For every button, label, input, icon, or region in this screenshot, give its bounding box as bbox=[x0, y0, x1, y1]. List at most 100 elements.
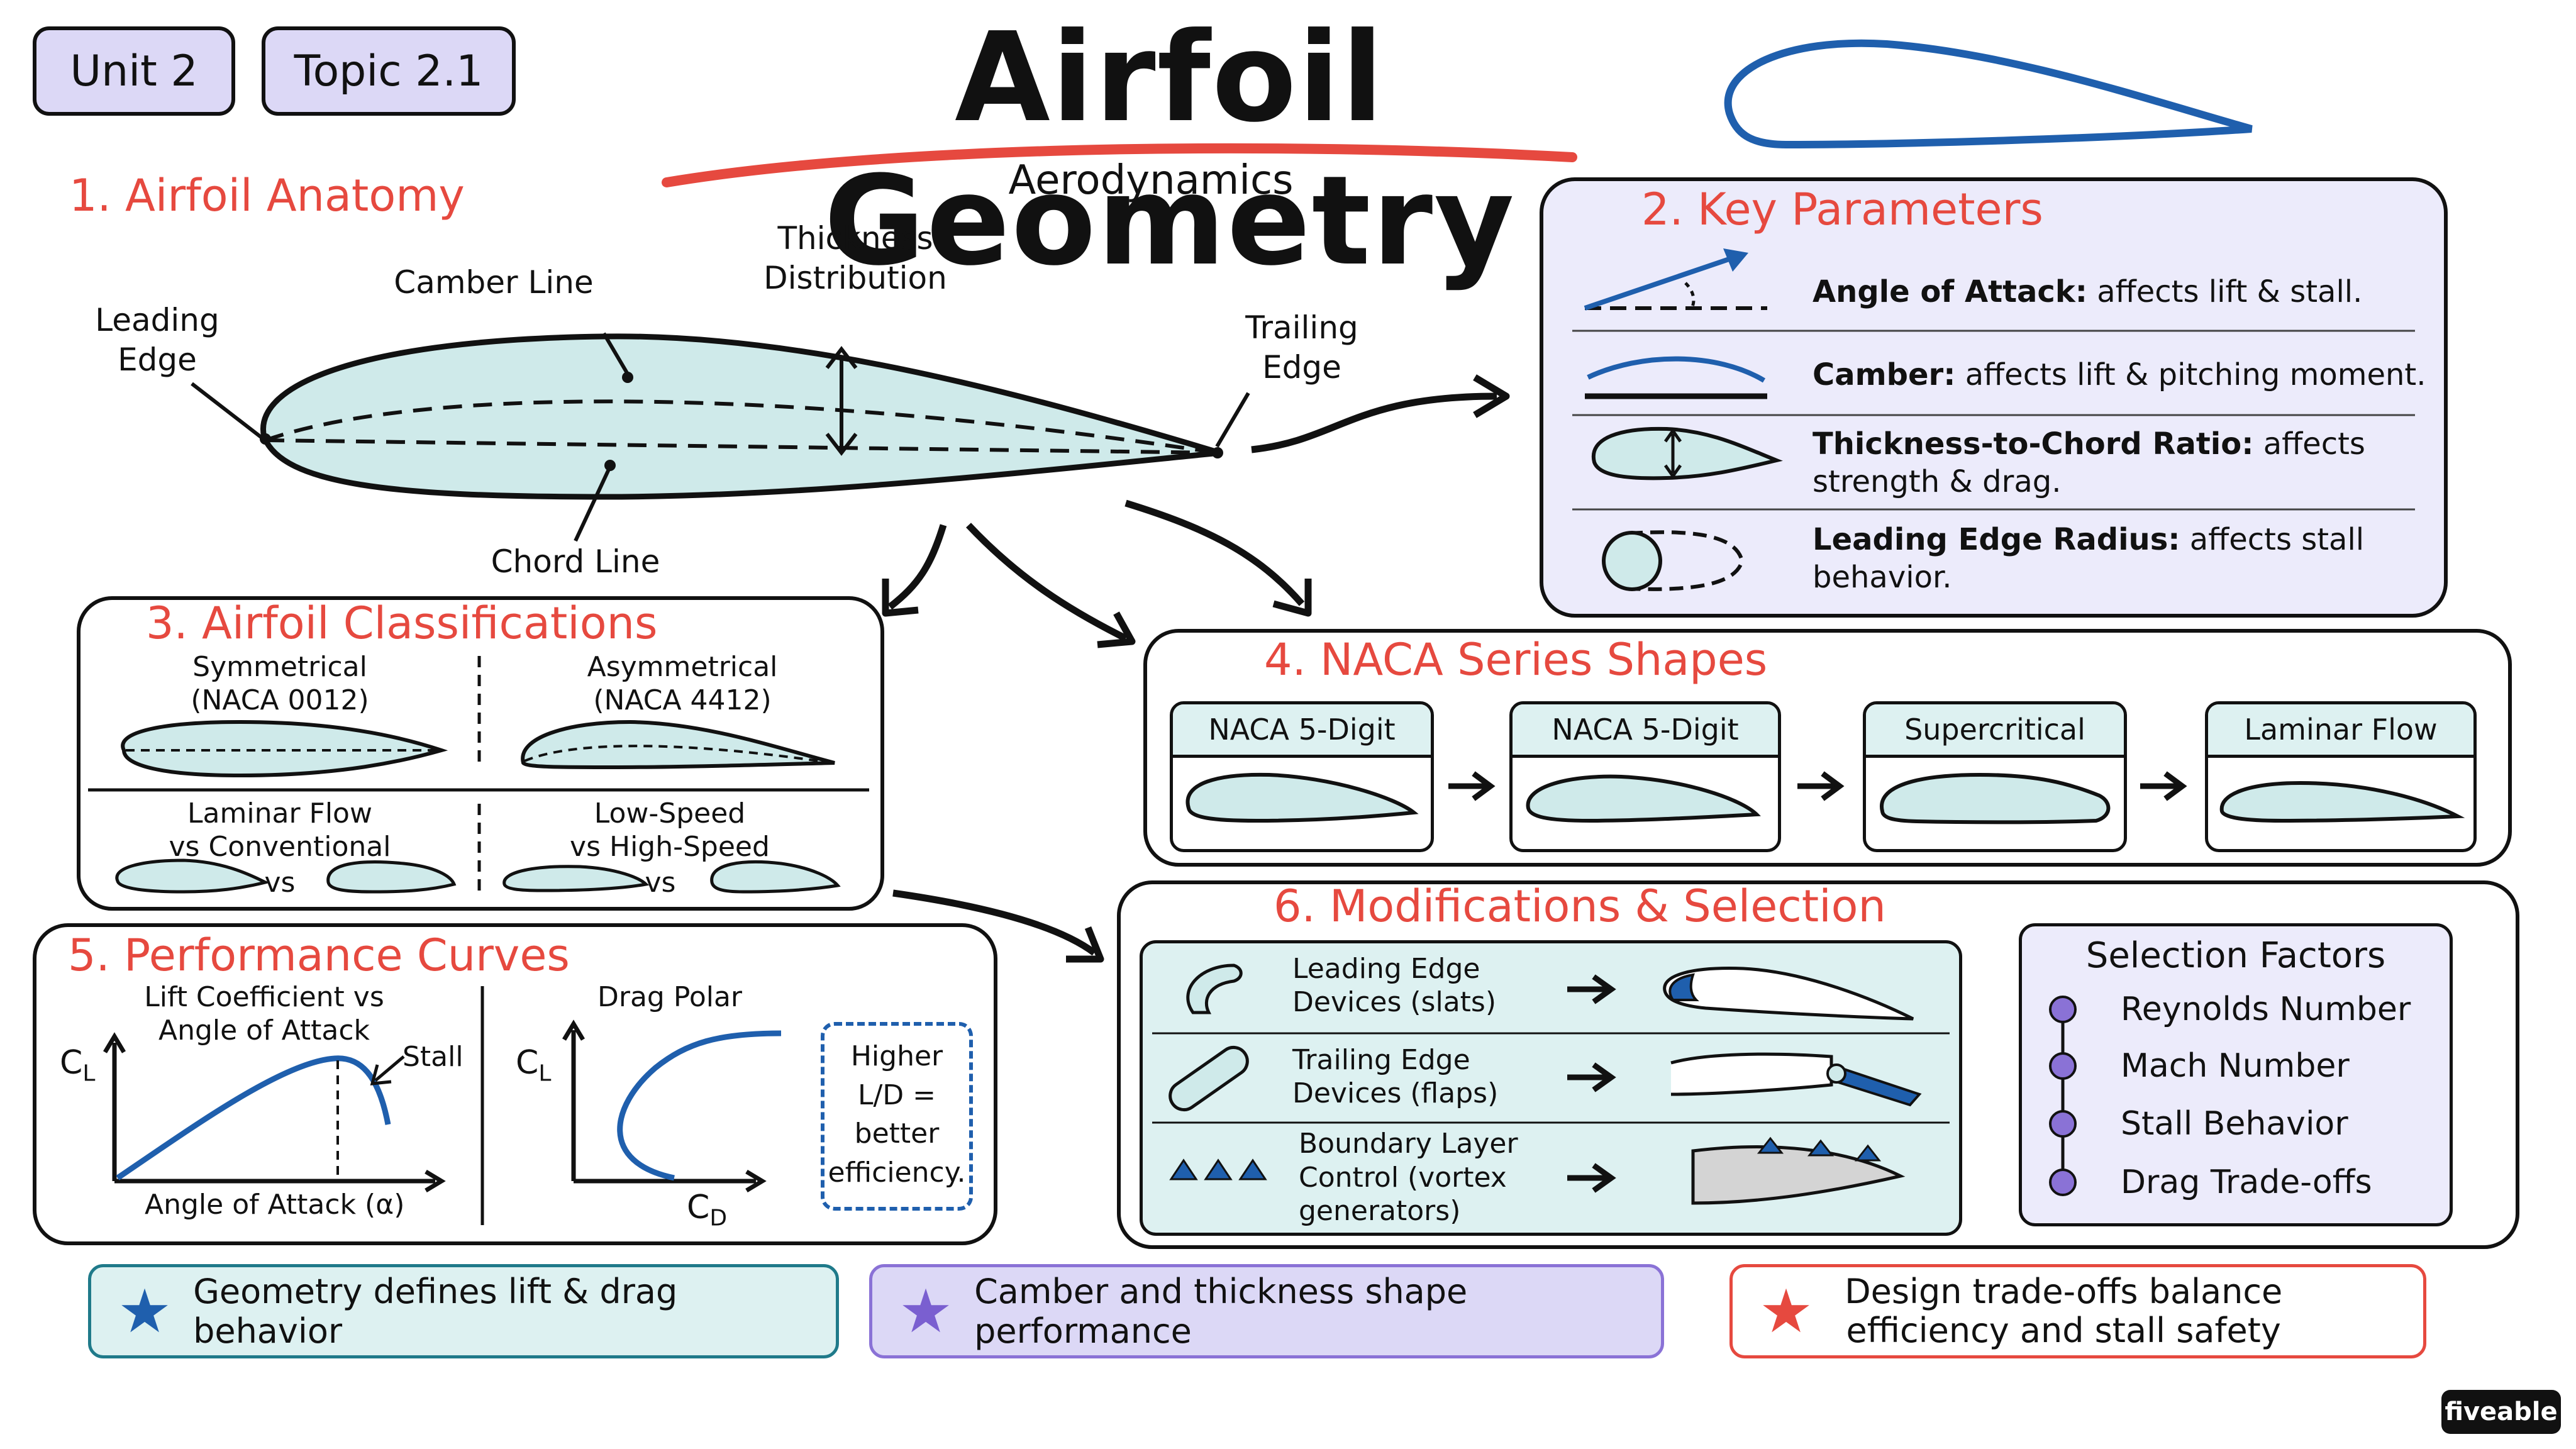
page-title: Airfoil Geometry bbox=[824, 6, 1516, 293]
lift-chart-title-line1: Lift Coefficient vs bbox=[144, 981, 384, 1013]
device-slats-label: Leading Edge Devices (slats) bbox=[1292, 953, 1496, 1019]
trailing-edge-label: Trailing Edge bbox=[1233, 308, 1371, 387]
thickness-label-line2: Distribution bbox=[763, 259, 947, 296]
drag-chart-title: Drag Polar bbox=[597, 981, 743, 1013]
naca-heading: 4. NACA Series Shapes bbox=[1264, 634, 1768, 686]
param-angle-of-attack: Angle of Attack: affects lift & stall. bbox=[1813, 273, 2429, 311]
key-parameters-icons bbox=[1584, 248, 1783, 591]
lift-x-axis-label: Angle of Attack (α) bbox=[145, 1189, 405, 1221]
modifications-heading: 6. Modifications & Selection bbox=[1274, 880, 1886, 932]
key-parameters-heading: 2. Key Parameters bbox=[1641, 184, 2043, 235]
naca-card-2: NACA 5-Digit bbox=[1509, 701, 1781, 852]
leading-edge-label: Leading Edge bbox=[88, 301, 226, 379]
stall-label: Stall bbox=[402, 1041, 464, 1073]
param-thickness-ratio: Thickness-to-Chord Ratio: affects streng… bbox=[1813, 425, 2429, 501]
param-radius-desc: affects stall bbox=[2189, 522, 2365, 557]
asymmetrical-label-line2: (NACA 4412) bbox=[593, 684, 772, 716]
selection-factors-panel bbox=[2019, 923, 2453, 1226]
devices-drawings bbox=[1152, 963, 1950, 1205]
topic-tag-label: Topic 2.1 bbox=[294, 46, 484, 96]
param-thickness-desc: affects bbox=[2263, 426, 2365, 462]
takeaway-tradeoffs-line2: efficiency and stall safety bbox=[1846, 1311, 2281, 1350]
ld-note-line4: efficiency. bbox=[828, 1156, 966, 1189]
takeaway-camber-text: Camber and thickness shape performance bbox=[974, 1272, 1468, 1351]
factor-stall: Stall Behavior bbox=[2121, 1105, 2348, 1143]
drag-x-axis-label: CD bbox=[687, 1189, 727, 1231]
device-slats-line1: Leading Edge bbox=[1292, 953, 1480, 985]
factor-reynolds: Reynolds Number bbox=[2121, 991, 2411, 1028]
naca-card-4: Laminar Flow bbox=[2205, 701, 2477, 852]
device-vortex-line1: Boundary Layer bbox=[1299, 1128, 1518, 1160]
brand-logo: fiveable bbox=[2441, 1390, 2561, 1434]
symmetrical-label: Symmetrical (NACA 0012) bbox=[157, 651, 402, 718]
laminar-label-line1: Laminar Flow bbox=[187, 797, 372, 830]
lift-chart-title: Lift Coefficient vs Angle of Attack bbox=[138, 981, 390, 1048]
star-icon: ★ bbox=[118, 1276, 172, 1346]
device-vortex-label: Boundary Layer Control (vortex generator… bbox=[1299, 1127, 1518, 1228]
param-thickness-desc2: strength & drag. bbox=[1813, 464, 2062, 499]
device-slats-line2: Devices (slats) bbox=[1292, 985, 1497, 1018]
factor-drag: Drag Trade-offs bbox=[2121, 1163, 2372, 1201]
device-vortex-line3: generators) bbox=[1299, 1195, 1461, 1228]
camber-line-label: Camber Line bbox=[394, 264, 594, 301]
param-camber: Camber: affects lift & pitching moment. bbox=[1813, 356, 2441, 394]
unit-tag-label: Unit 2 bbox=[70, 46, 198, 96]
param-camber-desc: affects lift & pitching moment. bbox=[1965, 357, 2426, 392]
param-camber-term: Camber: bbox=[1813, 357, 1956, 392]
star-icon: ★ bbox=[1759, 1276, 1814, 1346]
page-subtitle: Aerodynamics bbox=[1008, 157, 1294, 204]
takeaway-geometry-text: Geometry defines lift & drag behavior bbox=[193, 1272, 678, 1351]
param-angle-desc: affects lift & stall. bbox=[2097, 274, 2363, 309]
lowspeed-label-line1: Low-Speed bbox=[594, 797, 746, 830]
takeaway-geometry: ★ Geometry defines lift & drag behavior bbox=[88, 1264, 839, 1358]
device-flaps-label: Trailing Edge Devices (flaps) bbox=[1292, 1044, 1498, 1111]
thickness-label-line1: Thickness bbox=[777, 220, 933, 257]
param-angle-term: Angle of Attack: bbox=[1813, 274, 2087, 309]
leading-edge-label-line1: Leading bbox=[95, 302, 219, 338]
drag-y-axis-letter: C bbox=[516, 1044, 539, 1082]
performance-panel bbox=[33, 923, 997, 1245]
title-airfoil-icon bbox=[1724, 39, 2253, 149]
lift-y-axis-letter: C bbox=[60, 1044, 83, 1082]
symmetrical-label-line1: Symmetrical bbox=[192, 651, 367, 683]
lowspeed-vs-highspeed-label: Low-Speed vs High-Speed bbox=[547, 797, 792, 864]
naca-shapes bbox=[1185, 771, 2465, 824]
lift-y-axis-sub: L bbox=[82, 1060, 96, 1087]
param-radius-desc2: behavior. bbox=[1813, 560, 1952, 595]
drag-x-axis-letter: C bbox=[687, 1189, 710, 1226]
leading-edge-label-line2: Edge bbox=[118, 341, 197, 378]
naca-card-2-title: NACA 5-Digit bbox=[1513, 704, 1778, 758]
laminar-label-line2: vs Conventional bbox=[169, 830, 391, 863]
drag-y-axis-label: CL bbox=[516, 1044, 551, 1086]
vs-label-left: vs bbox=[264, 867, 296, 899]
drag-x-axis-sub: D bbox=[709, 1205, 728, 1231]
lift-chart-title-line2: Angle of Attack bbox=[158, 1014, 370, 1046]
param-leading-edge-radius: Leading Edge Radius: affects stall behav… bbox=[1813, 521, 2429, 596]
naca-card-3: Supercritical bbox=[1863, 701, 2127, 852]
performance-graphs bbox=[103, 986, 782, 1225]
performance-heading: 5. Performance Curves bbox=[68, 930, 570, 981]
star-icon: ★ bbox=[899, 1276, 953, 1346]
naca-card-1-title: NACA 5-Digit bbox=[1173, 704, 1431, 758]
device-flaps-line1: Trailing Edge bbox=[1292, 1044, 1470, 1076]
chord-line-label: Chord Line bbox=[491, 543, 660, 580]
asymmetrical-label: Asymmetrical (NACA 4412) bbox=[560, 651, 805, 718]
asymmetrical-label-line1: Asymmetrical bbox=[587, 651, 778, 683]
trailing-edge-label-line2: Edge bbox=[1262, 348, 1341, 386]
laminar-vs-conventional-label: Laminar Flow vs Conventional bbox=[157, 797, 402, 864]
naca-card-1: NACA 5-Digit bbox=[1170, 701, 1434, 852]
ld-note-line3: better bbox=[854, 1118, 940, 1150]
ld-note: Higher L/D = better efficiency. bbox=[821, 1022, 973, 1211]
naca-card-3-title: Supercritical bbox=[1866, 704, 2124, 758]
takeaway-tradeoffs: ★ Design trade-offs balance efficiency a… bbox=[1729, 1264, 2426, 1358]
unit-tag: Unit 2 bbox=[33, 26, 235, 116]
lowspeed-label-line2: vs High-Speed bbox=[570, 830, 770, 863]
key-parameters-dividers bbox=[1572, 330, 2415, 511]
classifications-heading: 3. Airfoil Classifications bbox=[146, 597, 658, 649]
takeaway-tradeoffs-text: Design trade-offs balance efficiency and… bbox=[1845, 1272, 2282, 1350]
device-flaps-line2: Devices (flaps) bbox=[1292, 1077, 1499, 1109]
naca-card-4-title: Laminar Flow bbox=[2208, 704, 2473, 758]
thickness-label: Thickness Distribution bbox=[742, 219, 969, 297]
